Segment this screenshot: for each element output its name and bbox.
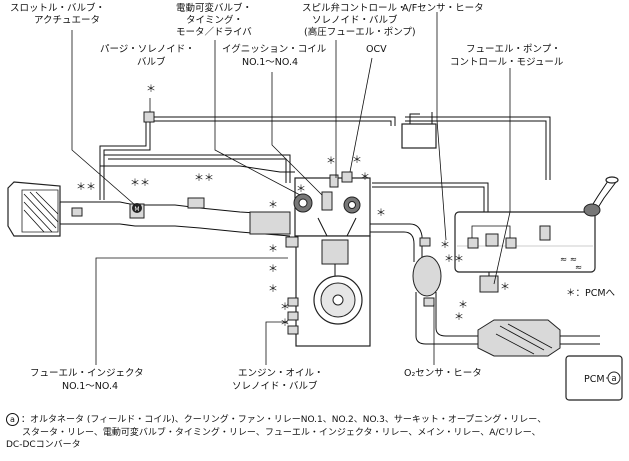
piston	[321, 239, 349, 265]
asterisk-fpcm: ＊	[500, 282, 510, 293]
catalytic-converter-2	[477, 319, 561, 357]
label-fuel-pump-control-module: フューエル・ポンプ・ コントロール・モジュール	[450, 44, 564, 68]
spill-valve	[329, 174, 339, 188]
footnote: a：オルタネータ (フィールド・コイル)、クーリング・ファン・リレーNO.1、N…	[6, 413, 624, 452]
charcoal-canister	[401, 123, 437, 149]
asterisk-af-2: ＊＊	[444, 254, 464, 265]
asterisk-throttle-a: ＊＊	[76, 182, 96, 193]
footnote-line-3: DC-DCコンバータ	[6, 440, 81, 450]
asterisk-o2: ＊	[458, 300, 468, 311]
svg-text:≈ ≈: ≈ ≈	[560, 255, 577, 265]
label-purge-solenoid-valve: パージ・ソレノイド・ バルブ	[100, 44, 198, 68]
footnote-line-1: ：オルタネータ (フィールド・コイル)、クーリング・ファン・リレーNO.1、NO…	[21, 415, 547, 425]
asterisk-injector: ＊	[268, 244, 278, 255]
asterisk-ocv-2: ＊	[376, 208, 386, 219]
asterisk-vvt-motor: ＊	[268, 200, 278, 211]
label-engine-oil-solenoid-valve: エンジン・オイル・ ソレノイド・バルブ	[232, 368, 327, 392]
asterisk-head-1: ＊	[296, 184, 306, 195]
injector-connector	[285, 236, 299, 248]
ignition-coil-body	[321, 191, 333, 211]
catalytic-converter-1	[412, 255, 442, 297]
engine	[285, 171, 371, 347]
label-ignition-coil: イグニッション・コイル NO.1〜NO.4	[222, 43, 329, 68]
o2-sensor	[423, 297, 435, 307]
purge-solenoid-valve	[143, 111, 155, 123]
asterisk-injector-2: ＊	[268, 264, 278, 275]
pcm-box	[565, 355, 623, 401]
label-throttle-valve-actuator: スロットル・バルブ・ アクチュエータ	[10, 2, 108, 26]
asterisk-oil-1: ＊	[280, 302, 290, 313]
air-cleaner	[7, 181, 61, 237]
asterisk-spill: ＊	[352, 155, 362, 166]
asterisk-injector-3: ＊	[268, 284, 278, 295]
label-o2-sensor-heater: O₂センサ・ヒータ	[404, 368, 482, 379]
label-af-sensor-heater: A/Fセンサ・ヒータ	[402, 3, 484, 14]
circle-a-label: a	[611, 374, 616, 384]
label-variable-valve-timing: 電動可変バルブ・ タイミング・ モータ／ドライバ	[176, 2, 255, 38]
label-fuel-injector: フューエル・インジェクタ NO.1〜NO.4	[30, 368, 147, 392]
pcm-legend: ＊：PCMへ	[566, 288, 616, 299]
asterisk-o2-2: ＊	[454, 312, 464, 323]
circle-a-marker	[607, 371, 621, 385]
footnote-line-2: スタータ・リレー、電動可変バルブ・タイミング・リレー、フューエル・インジェクタ・…	[22, 427, 541, 438]
asterisk-purge: ＊	[146, 84, 156, 95]
throttle-actuator-motor	[132, 203, 142, 213]
component-labels: スロットル・バルブ・ アクチュエータ パージ・ソレノイド・ バルブ 電動可変バル…	[10, 2, 616, 392]
purge-line	[99, 111, 551, 200]
pcm-block: PCM a	[565, 355, 623, 401]
asterisk-vvt: ＊＊	[194, 173, 214, 184]
asterisk-coil: ＊	[326, 156, 336, 167]
label-spill-valve-solenoid: スピル弁コントロール・ ソレノイド・バルブ (高圧フューエル・ポンプ)	[302, 2, 416, 38]
asterisk-ocv: ＊	[360, 172, 370, 183]
footnote-symbol: a	[6, 413, 19, 426]
ocv-body	[341, 171, 353, 183]
label-ocv: OCV	[366, 44, 387, 55]
connector-m-label: M	[134, 206, 139, 213]
intake-duct: M	[59, 197, 291, 237]
af-sensor	[419, 237, 431, 247]
pcm-label: PCM	[584, 374, 605, 385]
fuel-tank: ≈ ≈ ≈	[454, 176, 619, 273]
exhaust-system	[370, 223, 600, 357]
leader-lines	[71, 12, 511, 365]
svg-text:≈: ≈	[575, 263, 582, 273]
asterisk-oil-2: ＊	[280, 318, 290, 329]
asterisk-af: ＊	[440, 240, 450, 251]
asterisk-throttle-b: ＊＊	[130, 178, 150, 189]
asterisk-markers: ＊ ＊＊ ＊＊ ＊＊ ＊ ＊ ＊ ＊ ＊ ＊ ＊ ＊ ＊ ＊ ＊ ＊ ＊＊ ＊ …	[76, 84, 510, 329]
